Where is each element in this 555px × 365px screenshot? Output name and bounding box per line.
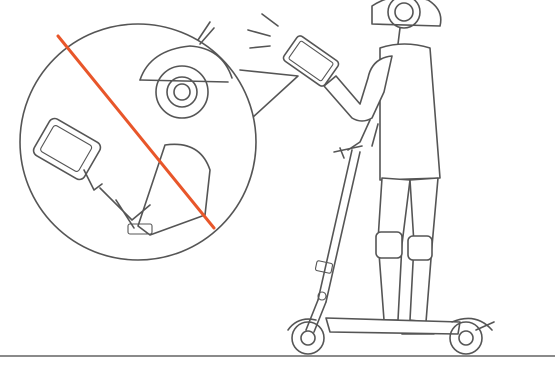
rider-icon	[324, 28, 440, 334]
helmet-icon	[372, 0, 441, 28]
signal-rays-icon	[248, 14, 278, 48]
magnifier-callout-icon	[20, 22, 298, 260]
